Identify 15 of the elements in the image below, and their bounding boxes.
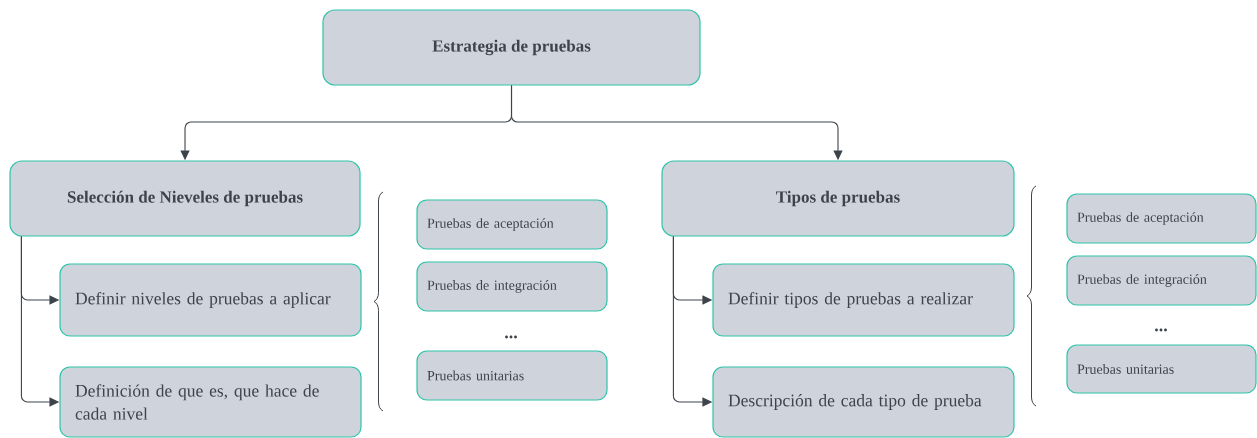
heading-box: Tipos de pruebas xyxy=(661,160,1015,237)
list-item-box: Pruebas de integración xyxy=(1066,255,1257,306)
list-item-box: Pruebas de aceptación xyxy=(416,199,608,250)
step-box: Definir tipos de pruebas a realizar xyxy=(712,263,1015,337)
heading-box: Selección de Nieveles de pruebas xyxy=(9,160,361,237)
list-item-box: Pruebas unitarias xyxy=(1066,344,1257,394)
ellipsis: ... xyxy=(1155,328,1167,332)
step-box: Definir niveles de pruebas a aplicar xyxy=(59,263,362,337)
step-box: Definición de que es, que hace de cada nivel xyxy=(59,366,362,438)
ellipsis: ... xyxy=(505,335,517,339)
list-item-box: Pruebas unitarias xyxy=(416,350,608,401)
list-item-box: Pruebas de integración xyxy=(416,261,608,312)
heading-box: Estrategia de pruebas xyxy=(322,9,701,86)
step-box: Descripción de cada tipo de prueba xyxy=(712,366,1015,438)
list-item-box: Pruebas de aceptación xyxy=(1066,193,1257,244)
